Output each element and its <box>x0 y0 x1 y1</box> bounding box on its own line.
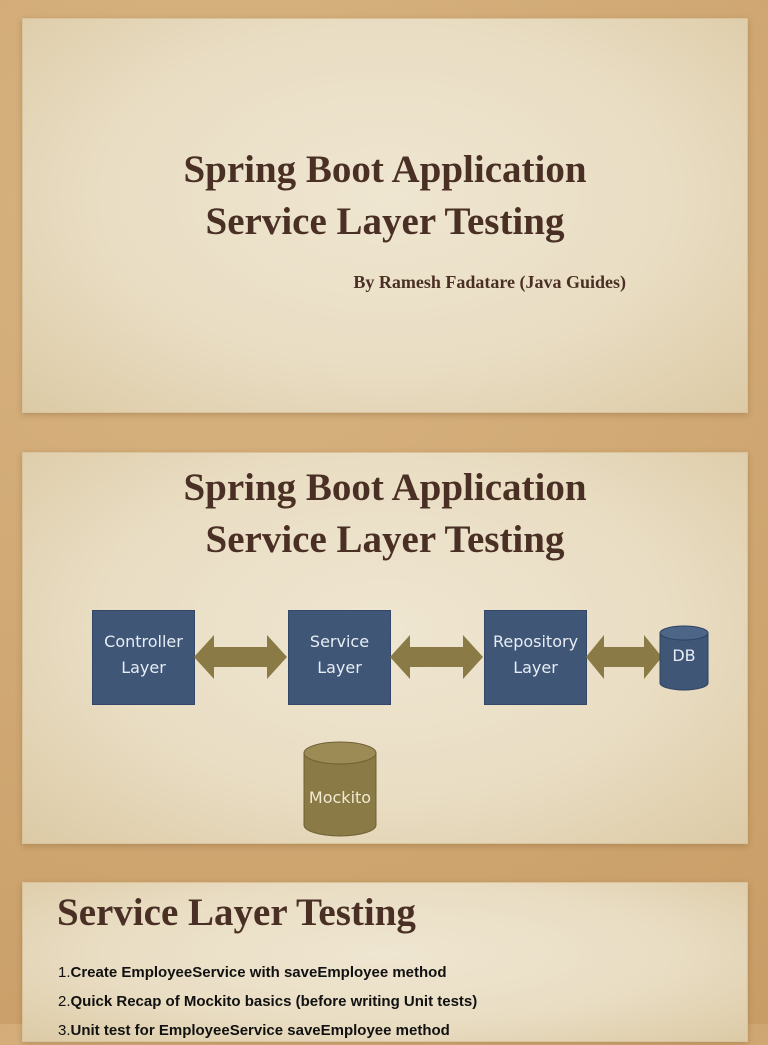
step-number: 3. <box>58 1022 71 1039</box>
mockito-cylinder: Mockito <box>303 741 377 837</box>
step-number: 1. <box>58 964 71 981</box>
step-text: Quick Recap of Mockito basics (before wr… <box>70 993 478 1010</box>
database-icon <box>659 625 709 691</box>
repository-layer-box: Repository Layer <box>484 610 587 705</box>
box-label-line1: Controller <box>104 632 183 651</box>
box-label-line1: Service <box>309 632 370 651</box>
service-layer-box: Service Layer <box>288 610 391 705</box>
title-slide: Spring Boot Application Service Layer Te… <box>22 18 748 413</box>
box-label-line2: Layer <box>121 658 166 677</box>
step-text: Create EmployeeService with saveEmployee… <box>70 964 447 981</box>
mockito-cylinder-icon <box>303 741 377 837</box>
step-number: 2. <box>58 993 71 1010</box>
box-label-line1: Repository <box>492 632 579 651</box>
steps-list: 1.Create EmployeeService with saveEmploy… <box>58 958 477 1045</box>
database-cylinder: DB <box>659 625 709 691</box>
double-arrow-icon <box>586 635 662 679</box>
controller-layer-box: Controller Layer <box>92 610 195 705</box>
slide-heading: Service Layer Testing <box>57 891 416 934</box>
slide-title: Spring Boot Application Service Layer Te… <box>22 462 748 566</box>
diagram-slide: Spring Boot Application Service Layer Te… <box>22 452 748 844</box>
slide-title: Spring Boot Application Service Layer Te… <box>22 144 748 248</box>
title-line-2: Service Layer Testing <box>205 518 565 561</box>
steps-slide: Service Layer Testing 1.Create EmployeeS… <box>22 882 748 1042</box>
box-label-line2: Layer <box>317 658 362 677</box>
mockito-label: Mockito <box>308 788 372 807</box>
list-item: 2.Quick Recap of Mockito basics (before … <box>58 987 477 1016</box>
author-byline: By Ramesh Fadatare (Java Guides) <box>353 272 626 292</box>
double-arrow-icon <box>194 635 287 679</box>
title-line-1: Spring Boot Application <box>183 148 587 191</box>
box-label-line2: Layer <box>513 658 558 677</box>
title-line-1: Spring Boot Application <box>183 466 587 509</box>
list-item: 1.Create EmployeeService with saveEmploy… <box>58 958 477 987</box>
double-arrow-icon <box>390 635 483 679</box>
title-line-2: Service Layer Testing <box>205 200 565 243</box>
db-label: DB <box>672 646 696 665</box>
list-item: 3.Unit test for EmployeeService saveEmpl… <box>58 1016 477 1045</box>
step-text: Unit test for EmployeeService saveEmploy… <box>70 1022 450 1039</box>
